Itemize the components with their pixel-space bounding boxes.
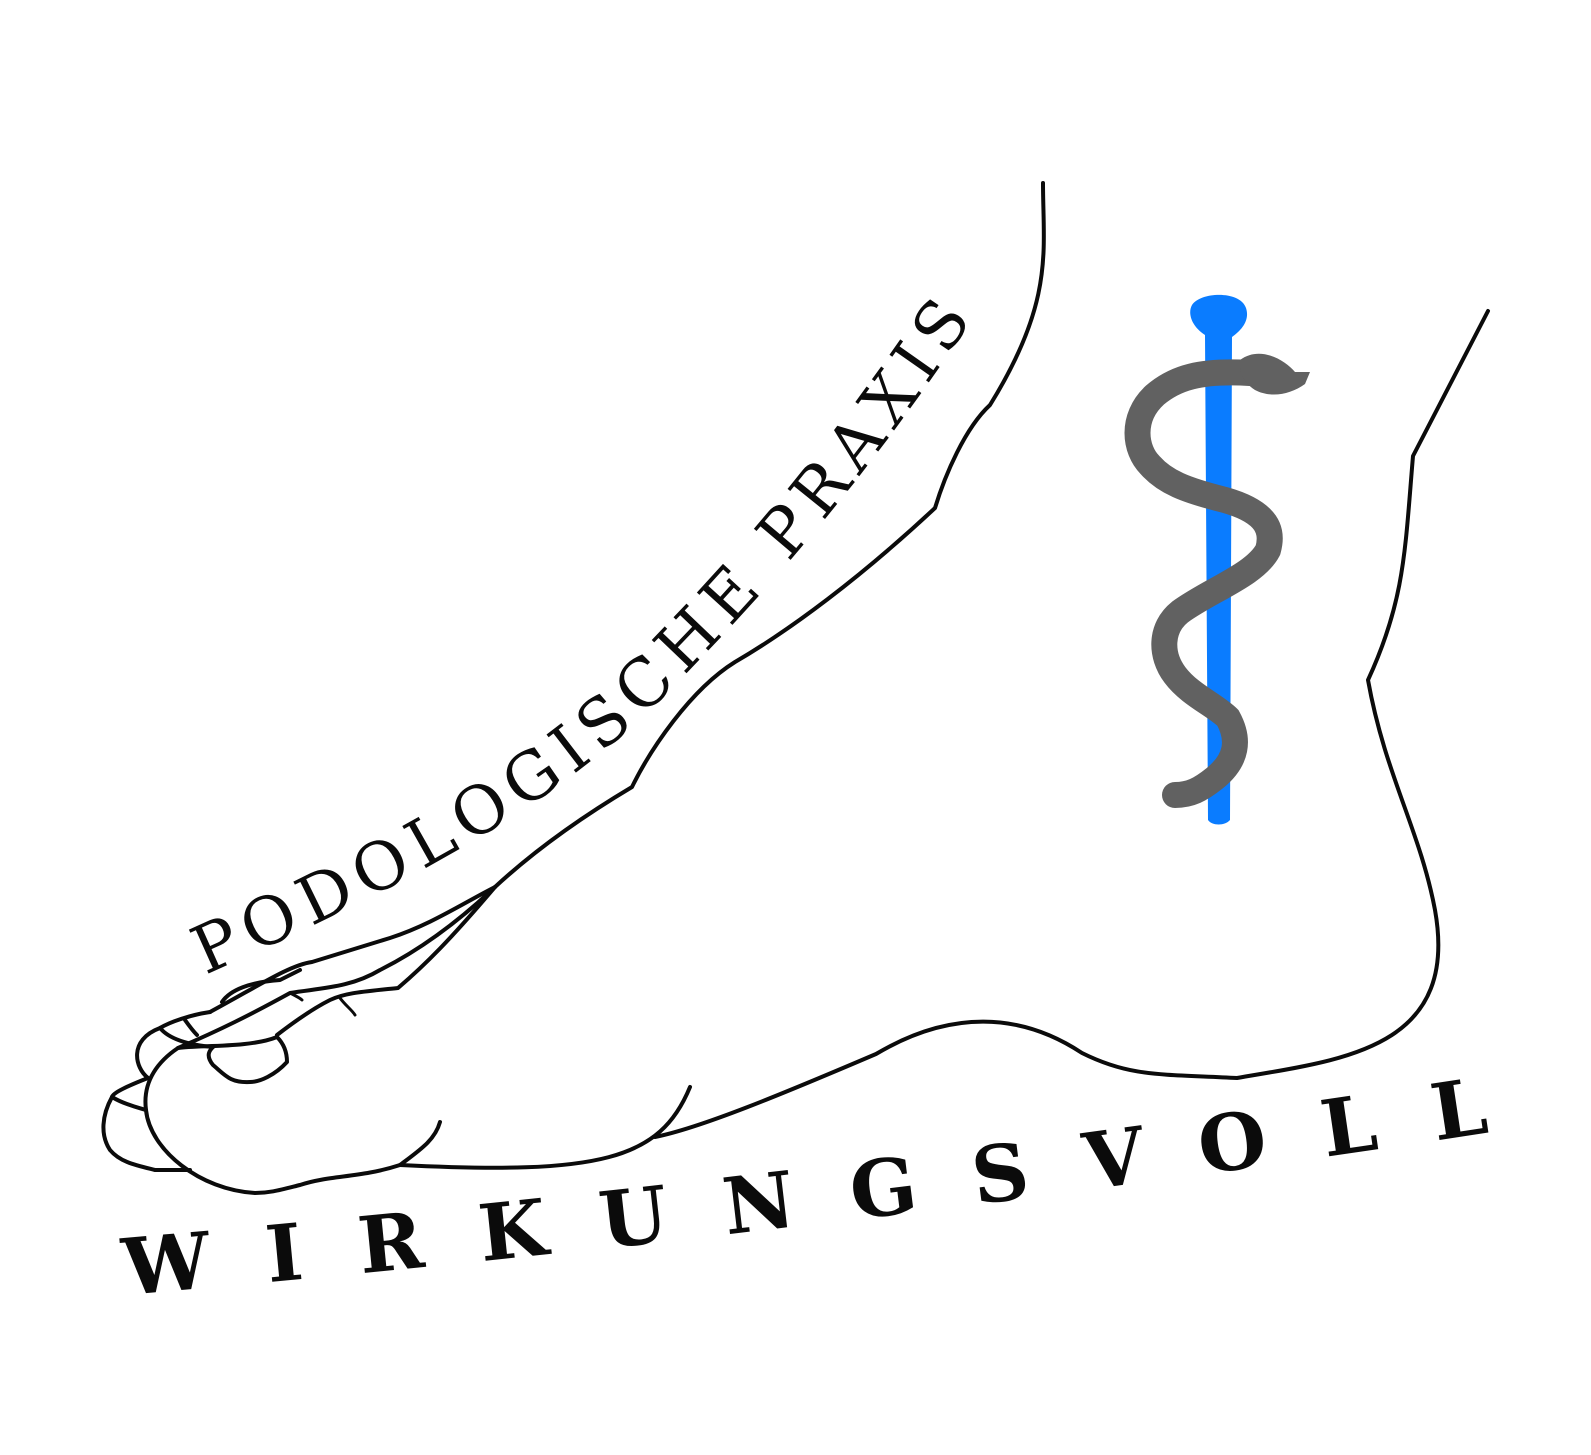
arc-title: PODOLOGISCHE PRAXIS [180, 283, 986, 989]
foot-outline-icon [101, 181, 1490, 1195]
tagline: WIRKUNGSVOLL [118, 1061, 1493, 1314]
staff [1190, 294, 1248, 825]
rod-of-asclepius-icon [1124, 294, 1310, 825]
snake-head [1239, 353, 1310, 395]
snake-body [1124, 359, 1283, 808]
